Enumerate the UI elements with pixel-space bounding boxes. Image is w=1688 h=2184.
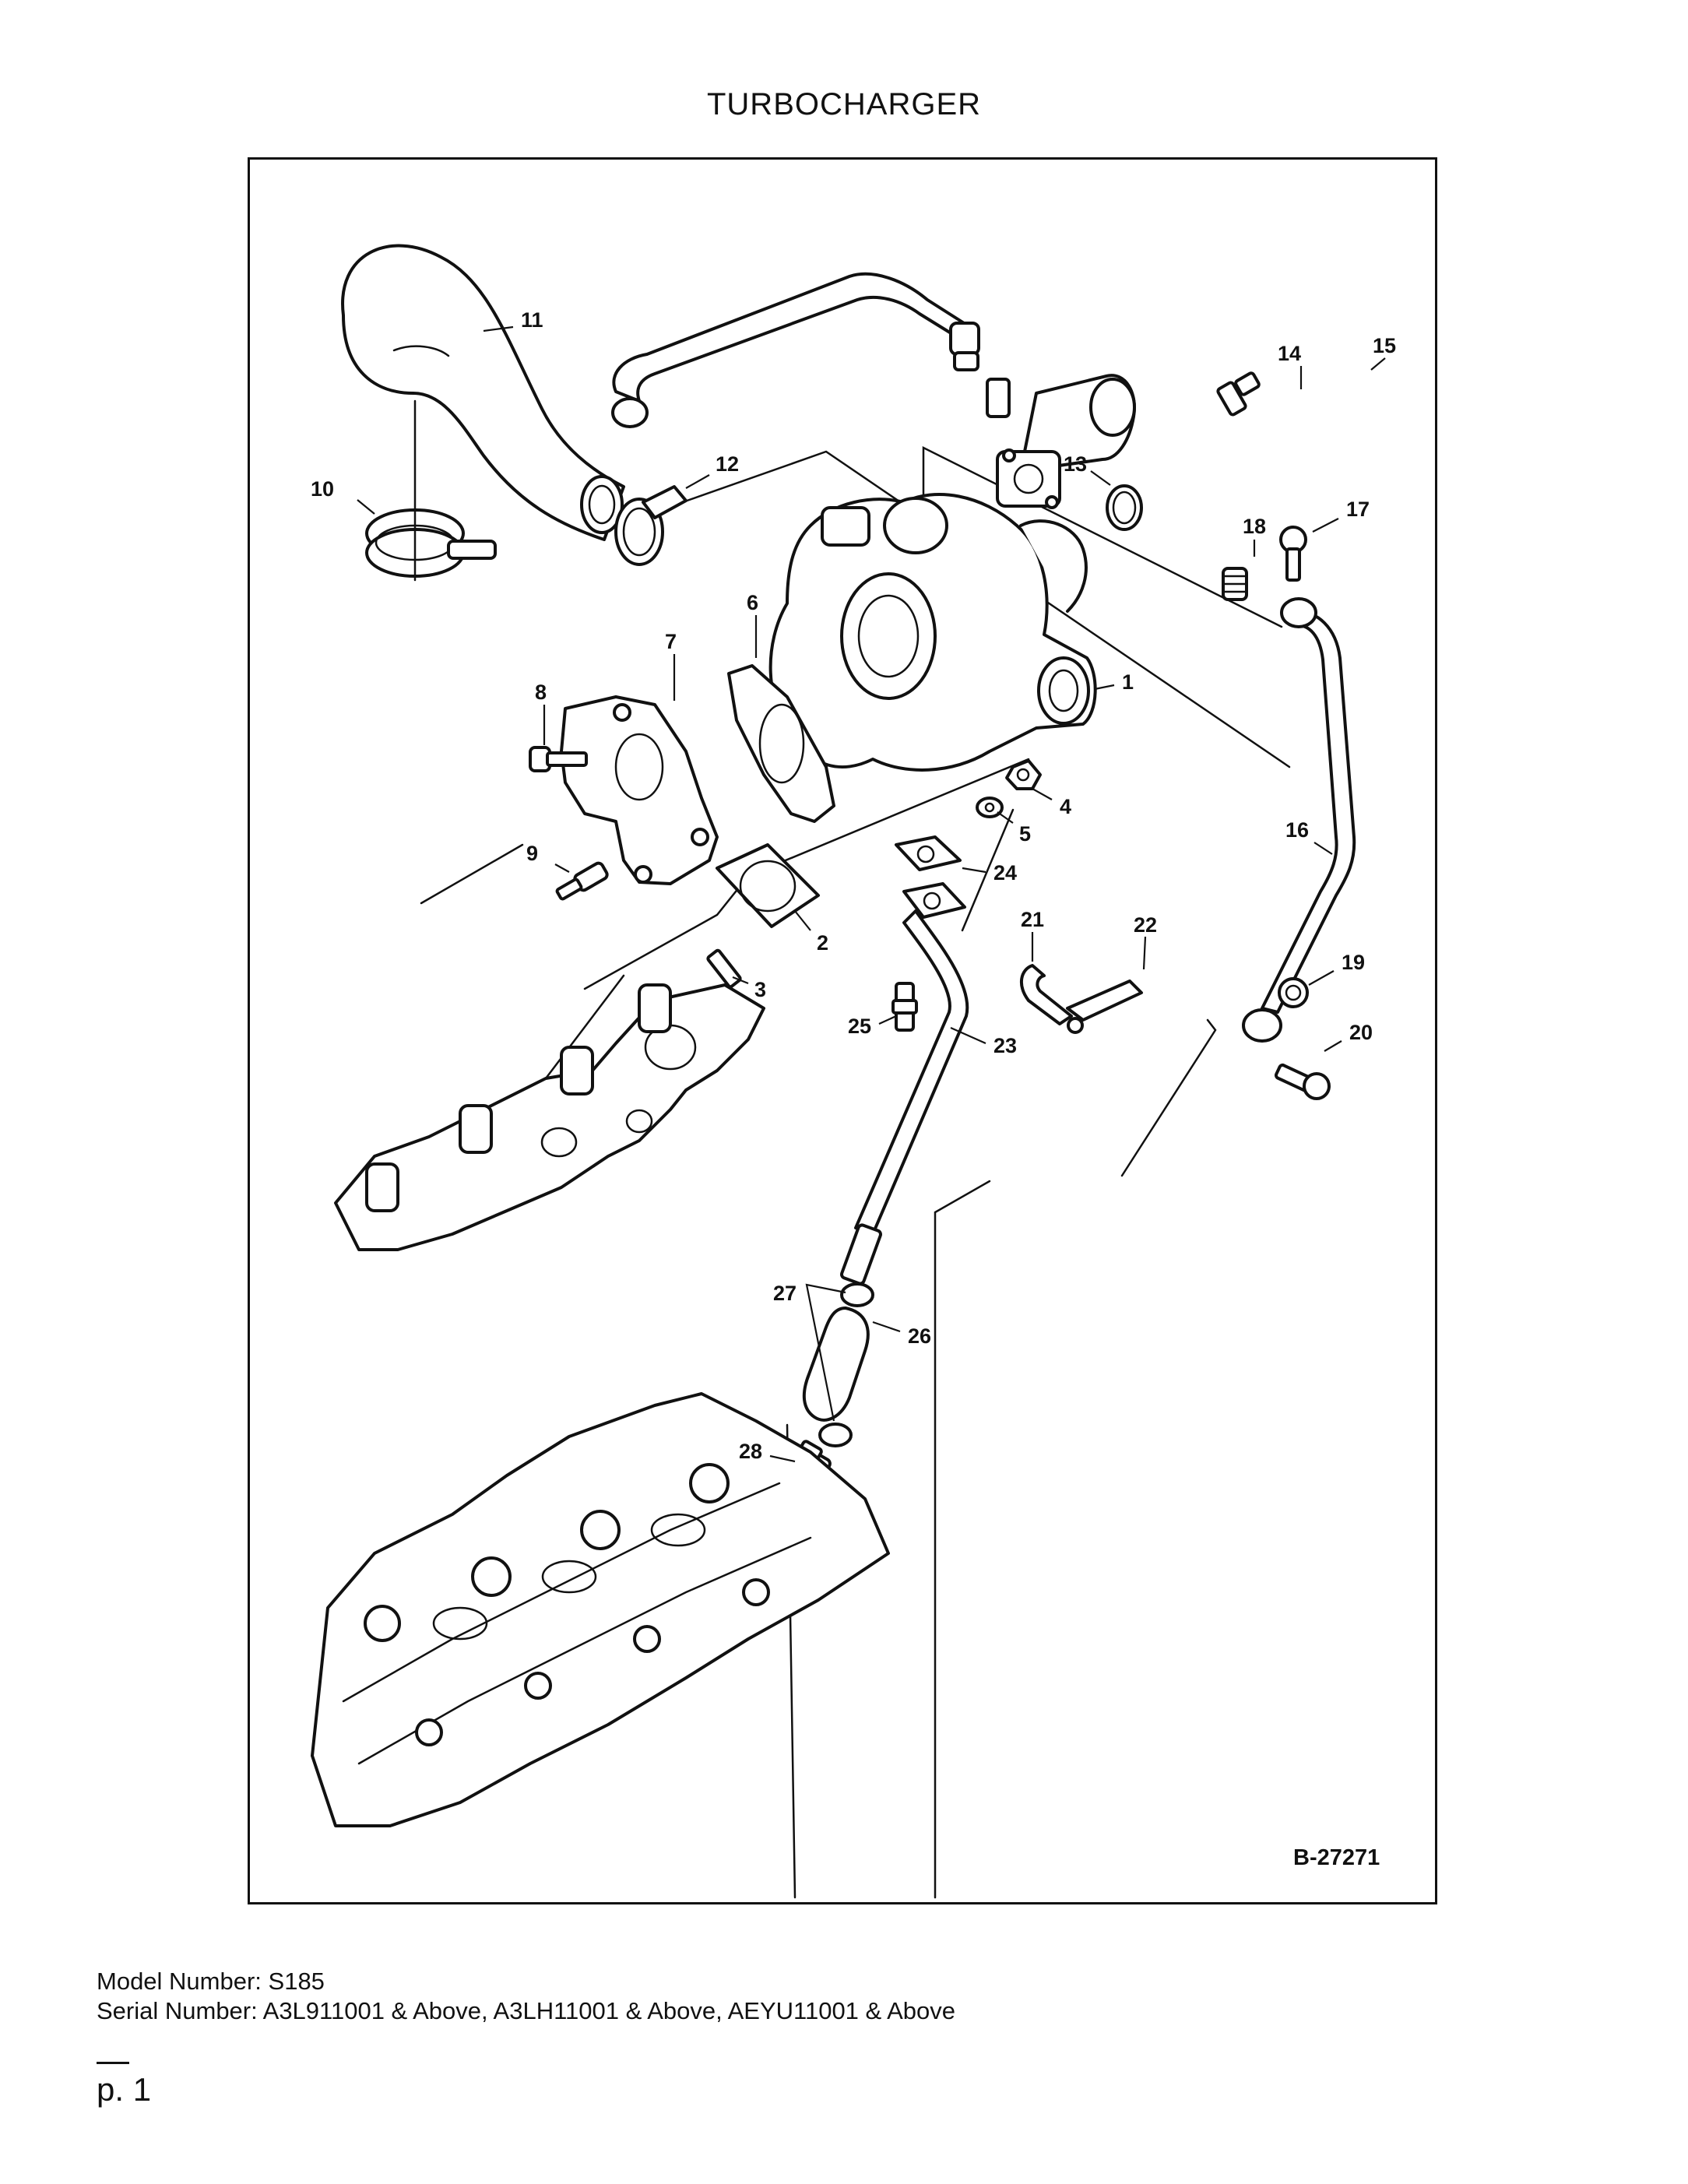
o-ring-13 xyxy=(1106,484,1143,531)
callout-15: 15 xyxy=(1373,334,1396,357)
manifold-gasket xyxy=(716,843,820,928)
cylinder-head xyxy=(311,1392,890,1827)
callout-27: 27 xyxy=(773,1282,797,1305)
oil-return-gasket-upper xyxy=(895,835,962,871)
washer-5 xyxy=(976,797,1004,818)
drawing-id: B-27271 xyxy=(1293,1845,1380,1870)
turbocharger-body xyxy=(768,493,1097,772)
exploded-parts-diagram: 1 2 3 4 5 6 7 8 9 10 11 12 13 14 15 16 1… xyxy=(311,244,1396,1899)
model-number: Model Number: S185 xyxy=(97,1968,325,1995)
hose-clip-21 xyxy=(1020,964,1073,1025)
turbine-outlet-elbow xyxy=(560,695,719,885)
stud-3 xyxy=(706,948,742,989)
oil-return-hose xyxy=(802,1307,870,1422)
callout-numbers: 1 2 3 4 5 6 7 8 9 10 11 12 13 14 15 16 1… xyxy=(311,308,1396,1463)
banjo-bolt-17 xyxy=(1279,526,1307,582)
callout-23: 23 xyxy=(993,1034,1017,1057)
callout-11: 11 xyxy=(521,308,543,332)
banjo-bolt-15 xyxy=(1216,371,1261,417)
callout-22: 22 xyxy=(1134,913,1157,937)
guide-line-manifold xyxy=(934,1180,991,1899)
callout-7: 7 xyxy=(665,630,677,653)
banjo-bolt-20 xyxy=(1274,1063,1331,1100)
callout-14: 14 xyxy=(1278,342,1301,365)
callout-21: 21 xyxy=(1021,908,1044,931)
page-rule xyxy=(97,2062,129,2064)
bolt-8 xyxy=(529,746,588,772)
callout-8: 8 xyxy=(535,681,547,704)
large-hose-clamp xyxy=(365,399,497,582)
callout-9: 9 xyxy=(526,842,538,865)
footer: Model Number: S185 Serial Number: A3L911… xyxy=(97,1967,955,2026)
diagram-frame: 1 2 3 4 5 6 7 8 9 10 11 12 13 14 15 16 1… xyxy=(248,157,1437,1904)
callout-16: 16 xyxy=(1285,818,1309,842)
bolt-9 xyxy=(555,861,609,901)
exhaust-manifold xyxy=(334,983,765,1251)
callout-24: 24 xyxy=(993,861,1017,885)
callout-leaders xyxy=(357,325,1386,1463)
hose-clamp-27-upper xyxy=(840,1282,874,1307)
bracket-22 xyxy=(1066,979,1143,1034)
callout-26: 26 xyxy=(908,1324,931,1348)
serial-number: Serial Number: A3L911001 & Above, A3LH11… xyxy=(97,1997,956,2024)
guide-line-stud xyxy=(544,974,625,1080)
guide-line-bolt-9 xyxy=(420,843,524,905)
callout-20: 20 xyxy=(1349,1021,1373,1044)
callout-18: 18 xyxy=(1243,515,1266,538)
oil-return-pipe xyxy=(840,909,969,1285)
guide-line-return xyxy=(1120,1018,1217,1177)
connector-25 xyxy=(891,982,918,1032)
upper-breather-hose xyxy=(611,272,980,428)
callout-17: 17 xyxy=(1346,498,1370,521)
guide-line-flange xyxy=(583,758,1030,990)
oil-return-gasket-lower xyxy=(902,882,966,919)
page-title: TURBOCHARGER xyxy=(706,87,982,121)
callout-4: 4 xyxy=(1060,795,1071,818)
callout-6: 6 xyxy=(747,591,758,614)
seal-washer-18 xyxy=(1222,567,1248,601)
nut-4 xyxy=(1005,759,1042,790)
callout-3: 3 xyxy=(754,978,766,1001)
callout-1: 1 xyxy=(1122,670,1134,694)
callout-19: 19 xyxy=(1342,951,1365,974)
turbine-gasket xyxy=(727,664,835,823)
callout-2: 2 xyxy=(817,931,828,955)
callout-10: 10 xyxy=(311,477,334,501)
callout-13: 13 xyxy=(1064,452,1087,476)
intake-elbow-hose xyxy=(341,244,625,541)
guide-line-nut xyxy=(961,808,1015,932)
callout-25: 25 xyxy=(848,1015,871,1038)
callout-5: 5 xyxy=(1019,822,1031,846)
oil-feed-line xyxy=(1242,597,1356,1043)
page-number: p. 1 xyxy=(97,2071,152,2108)
hose-clamp-27-lower xyxy=(818,1423,853,1447)
callout-28: 28 xyxy=(739,1440,762,1463)
callout-12: 12 xyxy=(716,452,739,476)
seal-washer-19 xyxy=(1278,977,1309,1008)
guide-line-intake xyxy=(677,450,1291,768)
small-hose-clamp xyxy=(614,485,688,566)
outlet-pipe-assembly xyxy=(986,374,1136,509)
